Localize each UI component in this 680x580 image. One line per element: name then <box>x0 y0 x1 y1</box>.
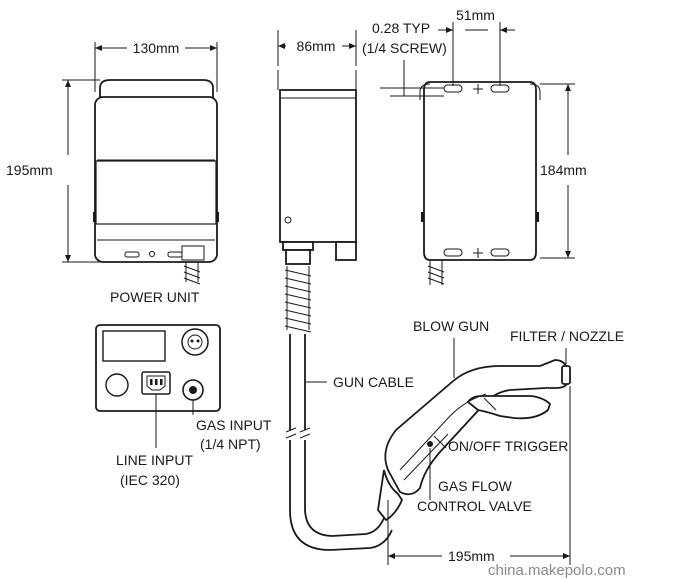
back-height-dimension: 184mm <box>540 83 587 259</box>
screw-note-line2: (1/4 SCREW) <box>362 40 447 56</box>
power-unit-label: POWER UNIT <box>110 289 200 305</box>
gas-input-sub-label: (1/4 NPT) <box>200 436 261 452</box>
side-depth-dimension: 86mm <box>277 30 357 66</box>
gun-length-label: 195mm <box>448 548 495 564</box>
power-unit-back-view <box>419 81 541 285</box>
line-input-label: LINE INPUT <box>116 452 193 468</box>
power-unit-width-dimension: 130mm <box>94 40 218 92</box>
gun-cable <box>284 266 393 551</box>
power-unit-side-view <box>277 70 357 265</box>
gas-flow-sub-label: CONTROL VALVE <box>417 498 532 514</box>
gun-cable-label: GUN CABLE <box>333 374 414 390</box>
back-height-label: 184mm <box>540 162 587 178</box>
gas-input-label: GAS INPUT <box>196 417 272 433</box>
screw-spacing-label: 51mm <box>456 7 495 23</box>
screw-note-line1: 0.28 TYP <box>372 20 430 36</box>
blow-gun-label: BLOW GUN <box>413 318 489 334</box>
watermark: china.makepolo.com <box>488 562 626 579</box>
power-unit-height-dimension: 195mm <box>6 79 100 263</box>
on-off-trigger-label: ON/OFF TRIGGER <box>448 438 568 454</box>
gun-length-dimension: 195mm <box>387 386 571 565</box>
side-depth-label: 86mm <box>297 38 336 54</box>
filter-nozzle-label: FILTER / NOZZLE <box>510 328 624 344</box>
screw-spacing-dimension: 0.28 TYP (1/4 SCREW) 51mm <box>362 7 515 97</box>
power-unit-height-label: 195mm <box>6 162 53 178</box>
line-input-sub-label: (IEC 320) <box>120 472 180 488</box>
power-unit-width-label: 130mm <box>133 40 180 56</box>
trigger-leader <box>433 435 447 449</box>
power-unit-front-view <box>93 79 219 285</box>
bottom-connector-panel <box>95 324 221 412</box>
gas-flow-label: GAS FLOW <box>438 478 513 494</box>
